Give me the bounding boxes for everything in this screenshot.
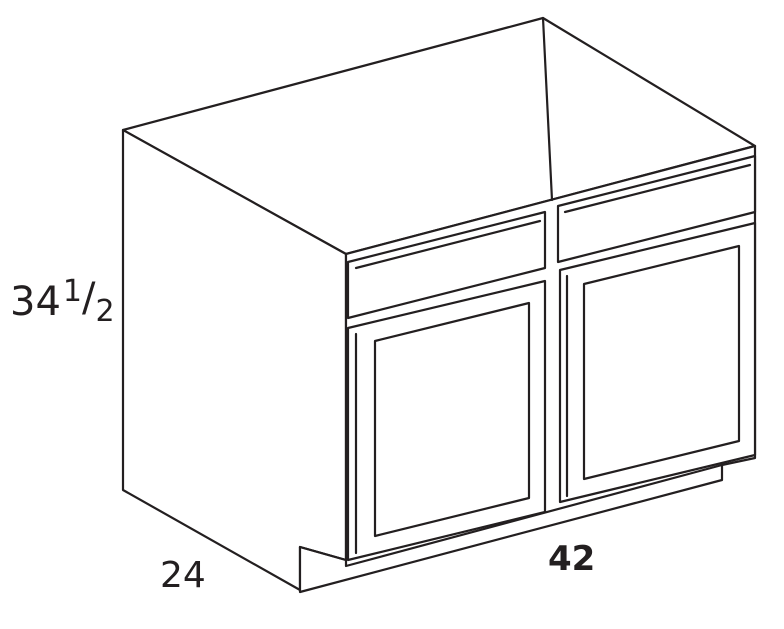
drawer-front-left — [346, 210, 547, 320]
drawer-front-right — [556, 154, 757, 264]
drawer-front-right-bevel — [563, 163, 752, 214]
width-dimension: 42 — [548, 539, 596, 579]
height-fraction-numerator: 1 — [62, 274, 82, 309]
door-left-panel — [373, 301, 531, 538]
cabinet-back-edge — [541, 16, 554, 202]
depth-dimension: 24 — [160, 555, 206, 596]
height-fraction-denominator: 2 — [95, 294, 115, 329]
drawer-front-left-bevel — [354, 219, 542, 270]
door-right-panel — [582, 244, 741, 481]
height-whole: 34 — [10, 279, 61, 325]
height-dimension: 341/2 — [10, 277, 115, 327]
height-fraction-slash: / — [82, 275, 96, 321]
